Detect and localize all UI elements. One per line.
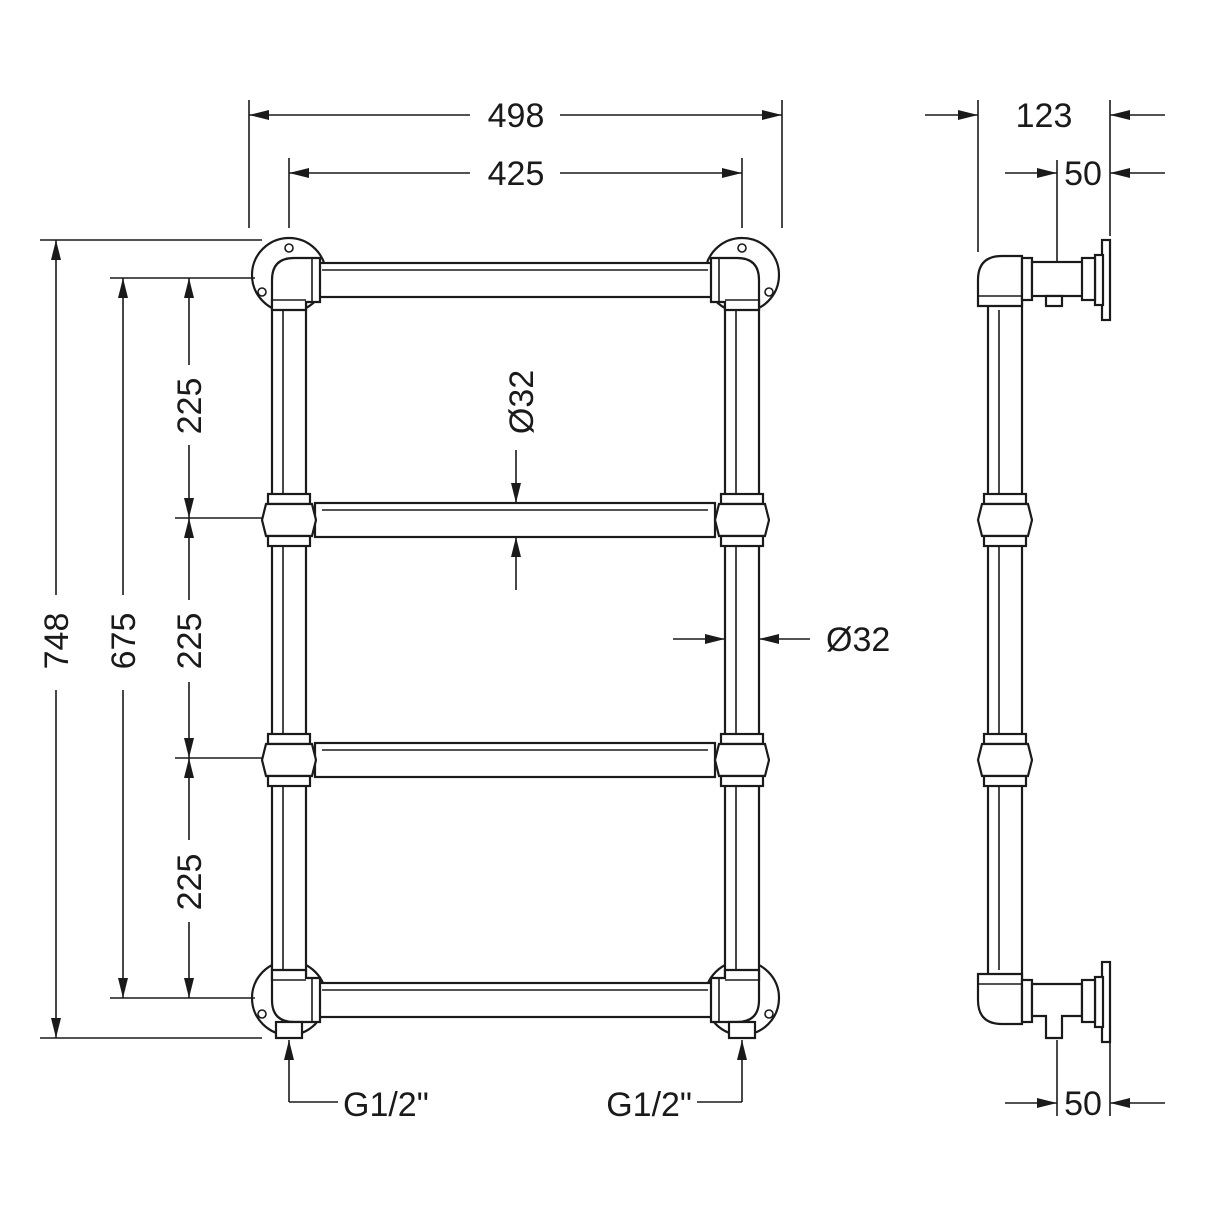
dim-leg-diameter-label: Ø32 [826,621,890,659]
tee-upper-right [713,492,771,548]
dim-123-label: 123 [1016,97,1073,135]
right-leg [723,298,761,982]
dim-425-label: 425 [488,155,545,193]
dimension-top-bracket: 50 [1005,155,1165,262]
elbow-top-left [270,256,322,312]
dimension-overall-height: 748 [38,239,262,1039]
dim-225-bottom-label: 225 [171,854,209,911]
rail-upper-middle [313,501,717,539]
connection-right-label: G1/2" [606,1086,692,1124]
tee-lower-left [260,732,318,788]
tee-lower-right [713,732,771,788]
callout-connection-right: G1/2" [606,1040,747,1124]
dim-225-middle-label: 225 [171,613,209,670]
elbow-top-right [709,256,761,312]
dim-50-top-label: 50 [1064,155,1102,193]
dimension-bottom-valve: 50 [1005,1040,1165,1123]
dim-rail-diameter-label: Ø32 [503,370,541,434]
dimension-rail-spacing: 225 225 225 [171,278,262,998]
dimension-projection: 123 [925,97,1165,252]
dimension-overall-width: 498 [248,97,783,228]
dim-748-label: 748 [38,613,76,670]
dim-675-label: 675 [105,613,143,670]
side-leg [986,298,1024,982]
dimension-leg-diameter: Ø32 [673,621,890,659]
dim-498-label: 498 [488,97,545,135]
callout-connection-left: G1/2" [284,1040,429,1124]
rail-lower-middle [313,741,717,779]
rail-bottom [313,981,717,1019]
dim-50-bottom-label: 50 [1064,1085,1102,1123]
dim-225-top-label: 225 [171,378,209,435]
dimension-rail-diameter: Ø32 [503,370,541,590]
dimension-centre-width: 425 [288,155,743,228]
side-bottom-valve [976,972,1097,1040]
side-view: 123 50 50 [925,97,1165,1123]
elbow-bottom-right [709,968,761,1040]
side-top-bracket [976,254,1097,308]
side-collar-lower [976,732,1034,788]
side-collar-upper [976,492,1034,548]
elbow-bottom-left [270,968,322,1040]
tee-upper-left [260,492,318,548]
dimension-centre-height: 675 [105,277,255,999]
connection-left-label: G1/2" [343,1086,429,1124]
rail-top [313,261,717,299]
front-view: 498 425 748 675 22 [38,97,890,1124]
left-leg [270,298,308,982]
